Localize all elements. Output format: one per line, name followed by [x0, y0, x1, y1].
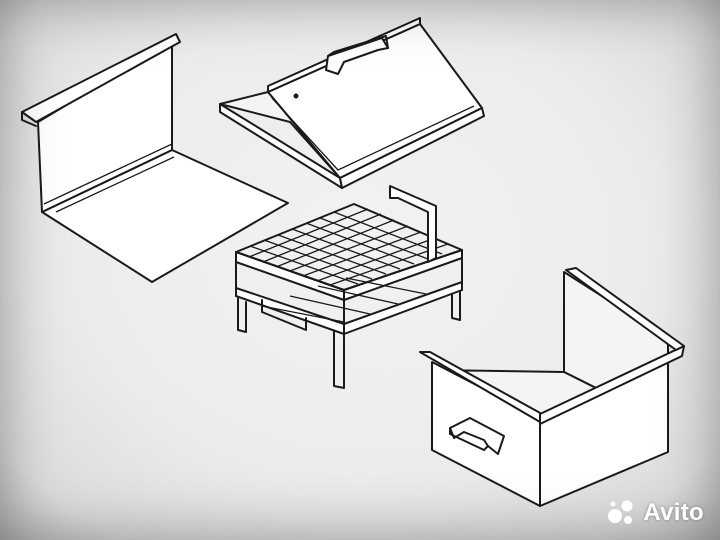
avito-watermark: Avito	[607, 498, 704, 528]
wire-basket-rack	[235, 185, 463, 389]
watermark-brand-text: Avito	[643, 499, 704, 526]
avito-dots-logo-icon	[608, 500, 633, 524]
hipped-lid-with-handle	[219, 17, 485, 189]
l-shaped-side-panel	[21, 33, 289, 283]
u-shaped-tray-with-handle	[419, 267, 685, 507]
